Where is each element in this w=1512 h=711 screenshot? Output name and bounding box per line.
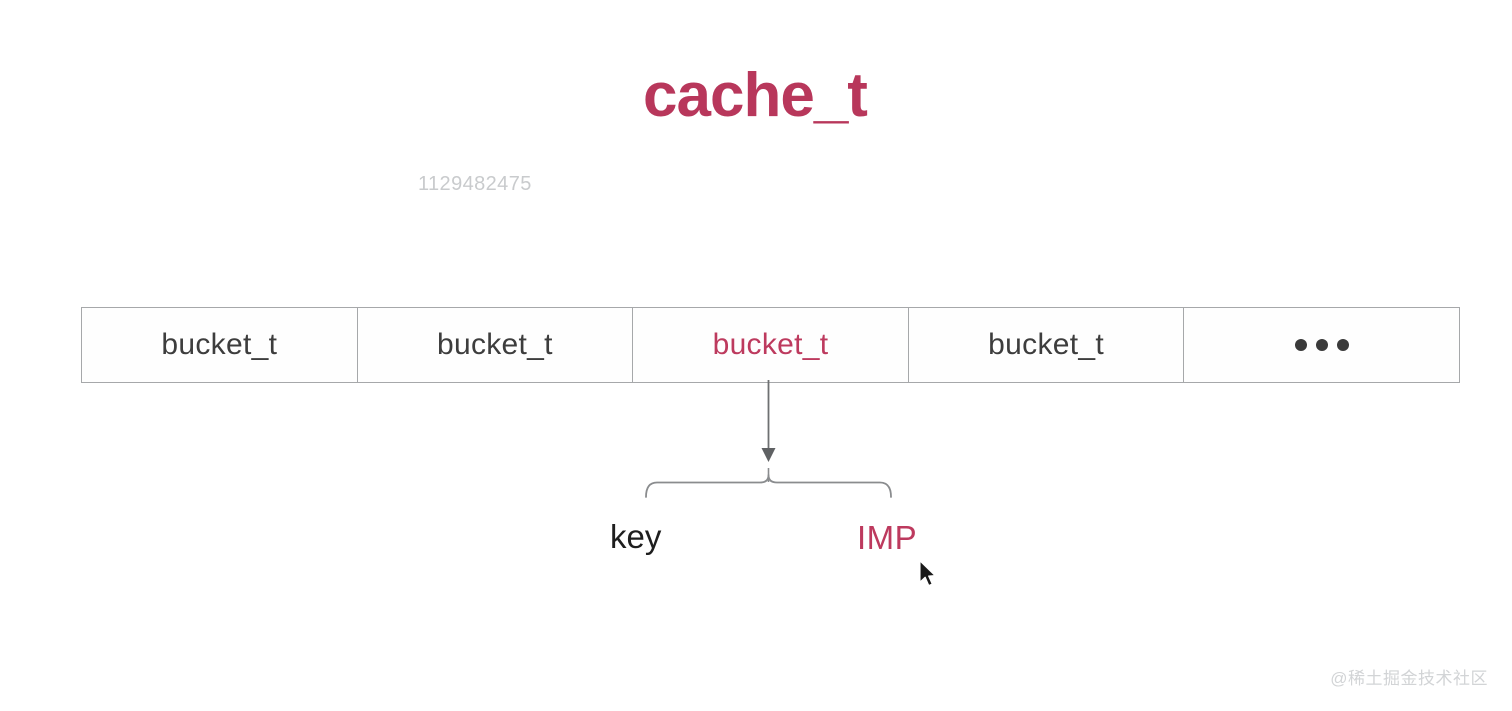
page-title-text: cache_t: [643, 61, 868, 130]
watermark: @稀土掘金技术社区: [1330, 669, 1488, 688]
grouping-brace: [645, 474, 892, 498]
bucket-array: bucket_t bucket_t bucket_t bucket_t: [81, 307, 1460, 383]
ellipsis-icon: [1294, 339, 1349, 351]
page-title: cache_t: [0, 61, 1512, 130]
diagram-identifier: 1129482475: [418, 173, 532, 195]
struct-member-key[interactable]: key: [610, 518, 662, 555]
bucket-cell-0[interactable]: bucket_t: [82, 308, 358, 382]
bucket-cell-2-highlighted[interactable]: bucket_t: [633, 308, 909, 382]
bucket-cell-1[interactable]: bucket_t: [358, 308, 634, 382]
connector-arrow-and-brace: [645, 380, 892, 498]
bucket-cell-4-ellipsis[interactable]: [1184, 308, 1459, 382]
mouse-cursor-icon: [919, 560, 936, 587]
struct-member-imp[interactable]: IMP: [857, 519, 918, 556]
bucket-cell-3[interactable]: bucket_t: [909, 308, 1185, 382]
arrow-head-icon: [761, 448, 776, 462]
